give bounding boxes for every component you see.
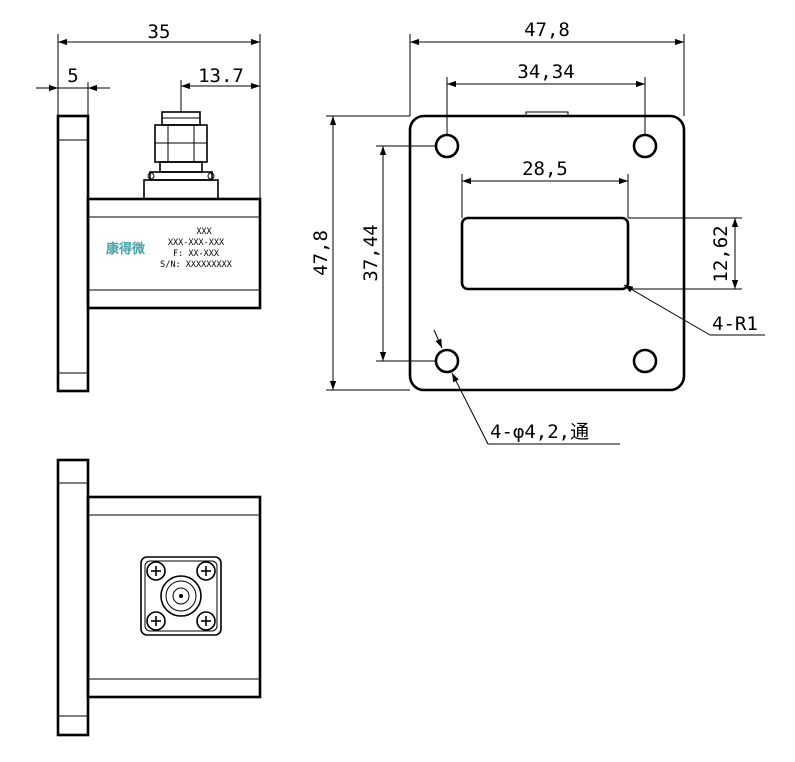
dim-flange-thickness: 5	[67, 65, 78, 87]
bottom-view	[56, 458, 262, 737]
bottom-flange	[56, 458, 90, 737]
dim-aperture-width: 28,5	[522, 158, 568, 180]
label-line-1: XXX	[196, 227, 212, 237]
brand-logo: 康得微	[106, 241, 146, 257]
mount-hole-bottom-right	[632, 348, 658, 374]
leader-holes	[451, 372, 489, 445]
dim-corner-radius: 4-R1	[712, 313, 758, 335]
screw-bottom-right	[196, 611, 216, 631]
side-flange	[56, 114, 90, 393]
sma-connector-flange	[140, 556, 222, 636]
dim-overall-length: 35	[148, 21, 171, 43]
mount-hole-top-left	[434, 133, 460, 159]
dim-aperture-height: 12,62	[710, 225, 732, 282]
screw-bottom-left	[146, 611, 166, 631]
front-view: 47,8 34,34 28,5 47,8 37,44 12,62 4-R1	[310, 19, 765, 445]
screw-top-left	[146, 561, 166, 581]
leader-hole-arrow-top	[433, 329, 443, 349]
label-line-4: S/N: XXXXXXXXX	[160, 260, 233, 270]
dim-hole-spacing-v: 37,44	[360, 224, 382, 281]
label-line-3: F: XX-XXX	[173, 249, 220, 259]
waveguide-aperture	[460, 216, 630, 291]
dim-connector-offset: 13.7	[198, 65, 244, 87]
mount-hole-top-right	[632, 133, 658, 159]
dim-holes: 4-φ4,2,通	[490, 421, 589, 443]
side-view: 康得微 XXX XXX-XXX-XXX F: XX-XXX S/N: XXXXX…	[36, 21, 262, 393]
dim-hole-spacing-h: 34,34	[517, 61, 574, 83]
connector-stub-top	[525, 111, 569, 117]
leader-corner-radius	[623, 284, 711, 336]
label-line-2: XXX-XXX-XXX	[168, 238, 225, 248]
dim-flange-width: 47,8	[524, 19, 570, 41]
mount-hole-bottom-left	[434, 348, 460, 374]
dim-flange-height: 47,8	[310, 230, 332, 276]
bottom-body	[86, 495, 262, 699]
sma-connector-side	[143, 111, 219, 200]
screw-top-right	[196, 561, 216, 581]
